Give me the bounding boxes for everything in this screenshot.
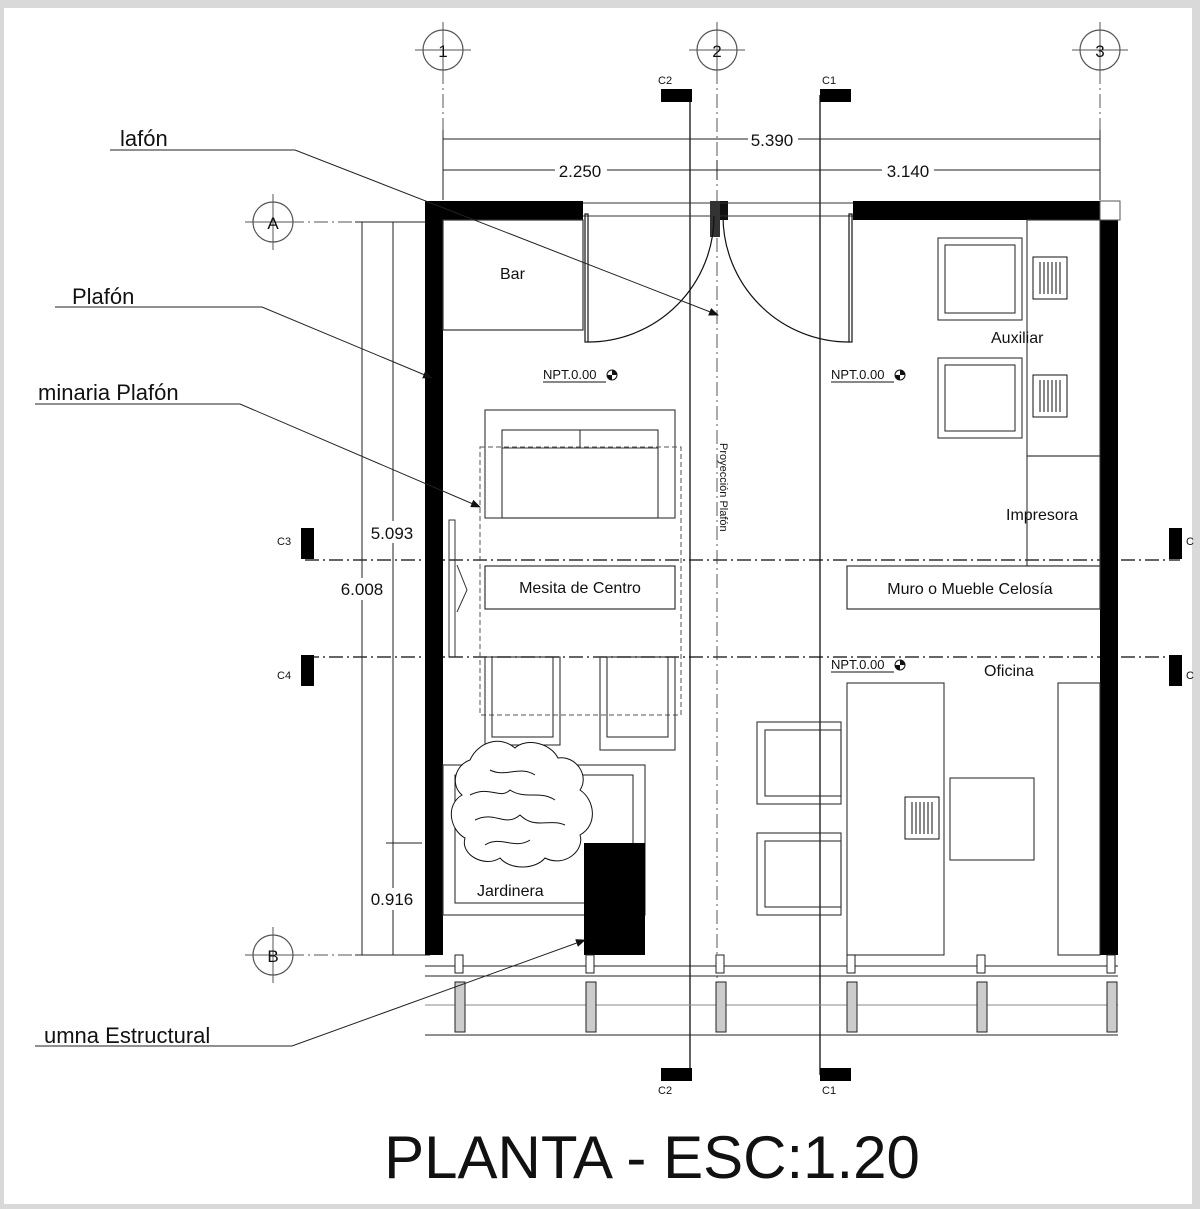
grid-bubbles bbox=[252, 29, 1121, 976]
structural-column bbox=[584, 843, 645, 955]
callout-luminaria: minaria Plafón bbox=[38, 380, 179, 405]
grid-label-b: B bbox=[267, 947, 278, 966]
celosia-wall bbox=[846, 565, 1101, 610]
dim-total-width: 5.390 bbox=[751, 131, 794, 150]
section-label-c-right-1: C bbox=[1186, 536, 1194, 548]
dim-total-depth: 6.008 bbox=[341, 580, 384, 599]
aux-desks bbox=[937, 219, 1101, 567]
section-label-c1-top: C1 bbox=[822, 75, 836, 87]
level-marks: NPT.0.00 NPT.0.00 NPT.0.00 bbox=[543, 367, 906, 673]
bar-counter bbox=[442, 219, 584, 331]
tv-panel bbox=[448, 519, 468, 658]
doors bbox=[584, 213, 853, 343]
level-npt-2: NPT.0.00 bbox=[831, 367, 884, 382]
luminaria-outline bbox=[479, 446, 682, 716]
label-proyeccion-plafon: Proyección Plafón bbox=[717, 443, 729, 532]
section-label-c2-top: C2 bbox=[658, 75, 672, 87]
dim-lower-depth: 0.916 bbox=[371, 890, 414, 909]
facade-posts bbox=[454, 954, 1118, 1033]
room-celosia: Muro o Mueble Celosía bbox=[887, 581, 1053, 598]
section-markers bbox=[301, 89, 1182, 1081]
callout-plafon-mid: Plafón bbox=[72, 284, 134, 309]
room-impresora: Impresora bbox=[1006, 507, 1078, 524]
grid-label-3: 3 bbox=[1095, 42, 1104, 61]
plant-icon bbox=[451, 740, 593, 868]
section-label-c3: C3 bbox=[277, 536, 291, 548]
computer-icon-1 bbox=[1032, 256, 1068, 300]
section-label-c-right-2: C bbox=[1186, 670, 1194, 682]
section-lines bbox=[689, 95, 821, 1075]
section-label-c4: C4 bbox=[277, 670, 291, 682]
room-bar: Bar bbox=[500, 266, 526, 283]
sofa bbox=[484, 409, 676, 519]
dim-left-width: 2.250 bbox=[559, 162, 602, 181]
room-mesita: Mesita de Centro bbox=[519, 580, 641, 597]
callout-columna: umna Estructural bbox=[44, 1023, 210, 1048]
walls bbox=[425, 201, 1118, 955]
section-label-c1-bottom: C1 bbox=[822, 1085, 836, 1097]
grid-label-2: 2 bbox=[712, 42, 721, 61]
office-furniture bbox=[756, 682, 1101, 956]
level-npt-1: NPT.0.00 bbox=[543, 367, 596, 382]
section-label-c2-bottom: C2 bbox=[658, 1085, 672, 1097]
room-auxiliar: Auxiliar bbox=[991, 330, 1044, 347]
grid-label-a: A bbox=[267, 214, 279, 233]
drawing-title: PLANTA - ESC:1.20 bbox=[384, 1124, 920, 1191]
mesita-de-centro bbox=[484, 565, 676, 610]
room-jardinera: Jardinera bbox=[477, 883, 544, 900]
level-npt-3: NPT.0.00 bbox=[831, 657, 884, 672]
room-oficina: Oficina bbox=[984, 663, 1034, 680]
dim-right-width: 3.140 bbox=[887, 162, 930, 181]
grid-label-1: 1 bbox=[438, 42, 447, 61]
door-jamb bbox=[710, 201, 720, 237]
computer-icon-3 bbox=[904, 796, 940, 840]
dim-inner-depth: 5.093 bbox=[371, 524, 414, 543]
facade-bottom bbox=[425, 965, 1118, 1036]
callout-plafon-top: lafón bbox=[120, 126, 168, 151]
computer-icon-2 bbox=[1032, 374, 1068, 418]
armchairs bbox=[484, 656, 676, 751]
callout-leaders bbox=[35, 149, 719, 1047]
